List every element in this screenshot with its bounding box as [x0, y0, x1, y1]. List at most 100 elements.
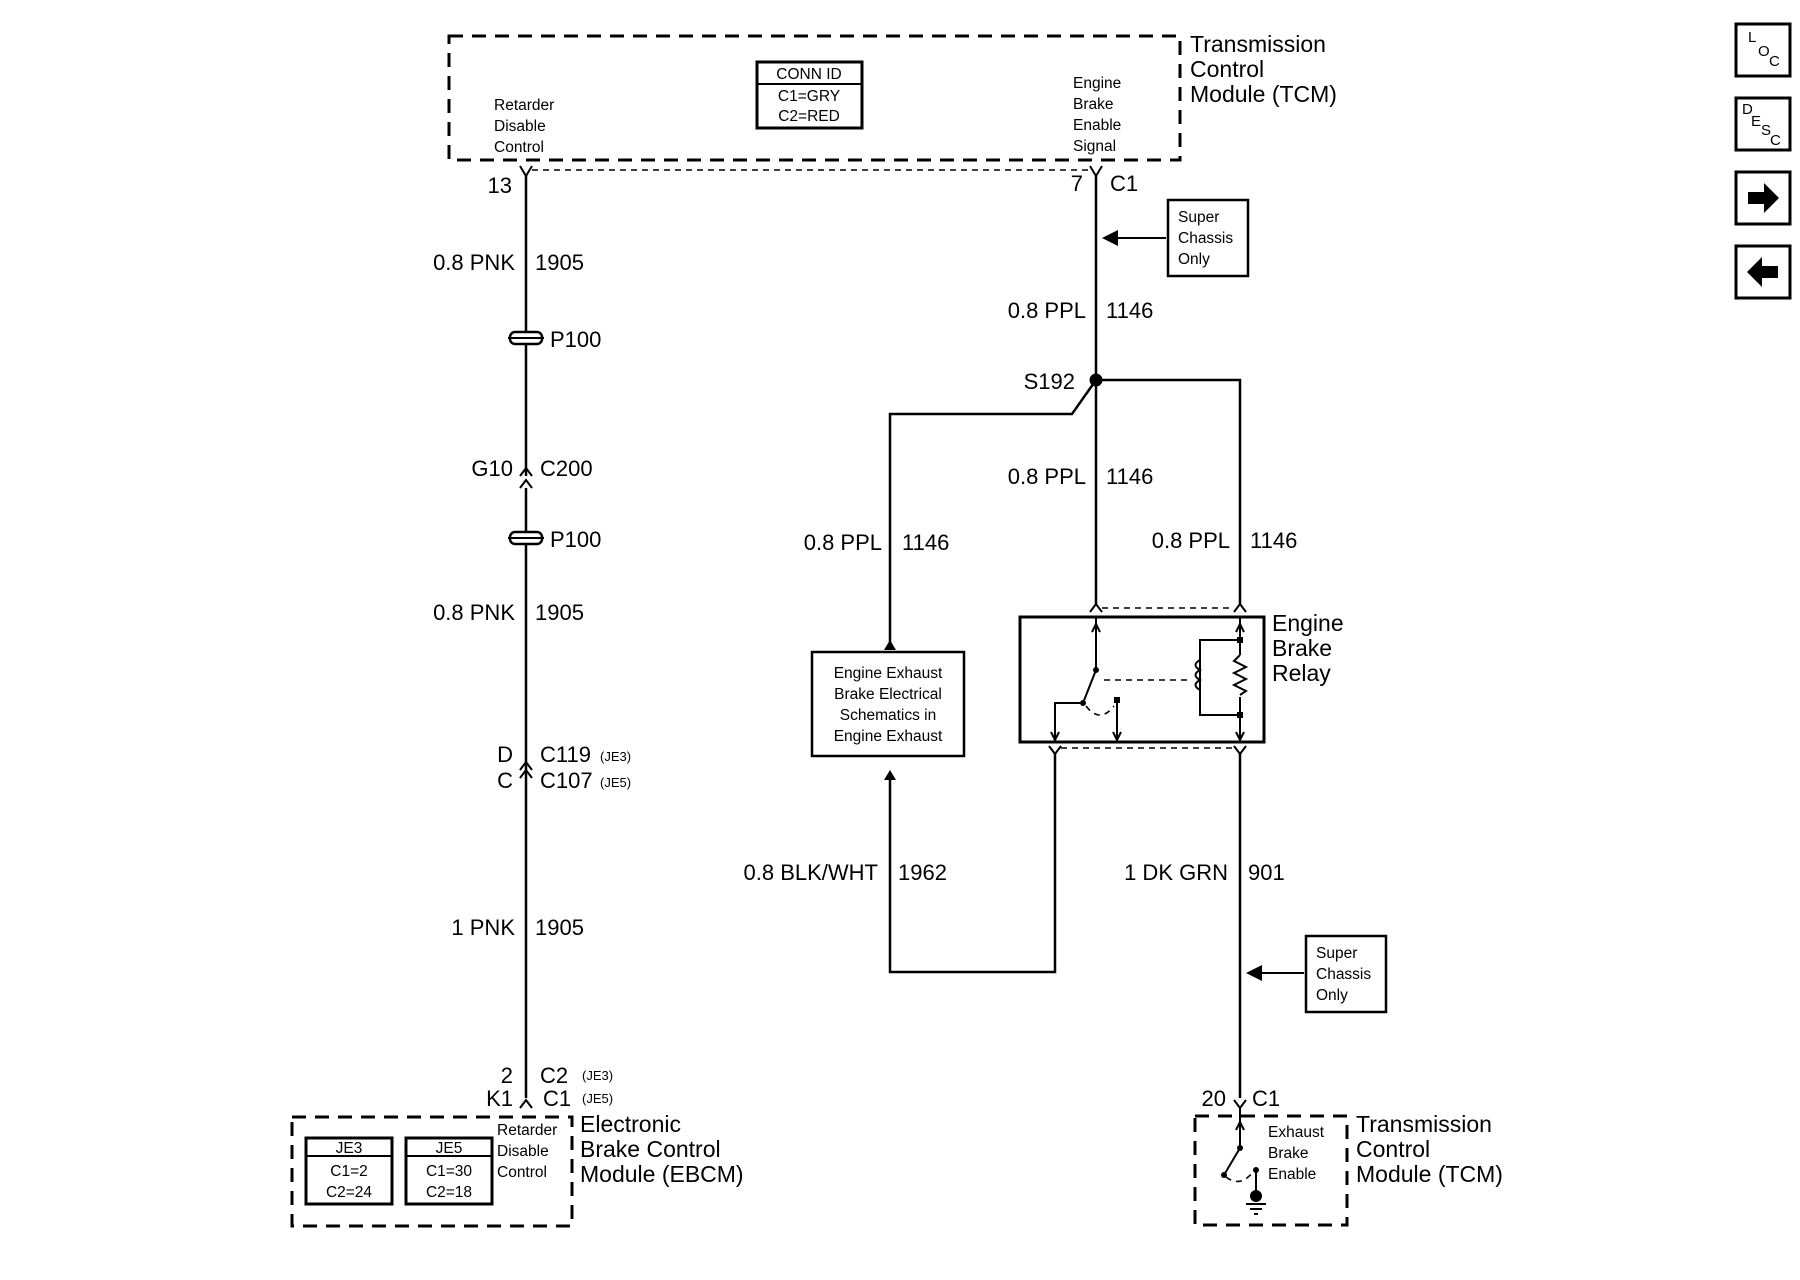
location-button[interactable]: L O C [1734, 22, 1792, 78]
connector-jaw [519, 1098, 533, 1109]
relay-coil-frame [1199, 639, 1240, 716]
ebcm-boundary [290, 1115, 574, 1228]
svg-text:Engine Exhaust: Engine Exhaust [834, 665, 943, 682]
svg-text:Transmission: Transmission [1190, 31, 1326, 57]
circuit-number: 1146 [1250, 528, 1297, 553]
conn-id-row: C2=RED [778, 108, 840, 125]
tcm-bottom-connector: C1 [1252, 1086, 1280, 1111]
splice-pack-p100 [508, 330, 544, 346]
svg-text:Module (EBCM): Module (EBCM) [580, 1161, 744, 1187]
engine-brake-relay [1018, 615, 1266, 744]
svg-text:C: C [1770, 132, 1781, 149]
ref-arrow-up [884, 640, 896, 650]
tcm-top-boundary [447, 34, 1182, 162]
conn-id-row: C1=GRY [778, 88, 840, 105]
tcm-bottom-pin: 20 [1202, 1086, 1226, 1111]
tcm-bottom-title: Transmission Control Module (TCM) [1356, 1111, 1503, 1187]
option-code: (JE3) [582, 1068, 613, 1083]
wire-label: 0.8 PNK [433, 250, 515, 275]
svg-text:Signal: Signal [1073, 138, 1116, 155]
tcm-top-title: Transmission Control Module (TCM) [1190, 31, 1337, 107]
wire-label: 1 PNK [451, 915, 515, 940]
circuit-number: 1905 [535, 250, 584, 275]
forward-button[interactable] [1734, 170, 1792, 226]
svg-text:O: O [1758, 43, 1770, 60]
tcm-top-module: CONN ID C1=GRY C2=RED Retarder Disable C… [447, 31, 1337, 198]
description-button[interactable]: D E S C [1734, 96, 1792, 152]
svg-text:Engine: Engine [1272, 610, 1344, 636]
svg-text:Brake: Brake [1268, 1145, 1309, 1162]
relay-switch-blade [1082, 669, 1097, 704]
svg-text:Retarder: Retarder [494, 97, 554, 114]
svg-text:Super: Super [1316, 945, 1357, 962]
ebcm-connector: C1 [543, 1086, 571, 1111]
relay-body [1018, 615, 1266, 744]
wire-label: 0.8 PPL [1008, 298, 1086, 323]
connector-jaw [1048, 745, 1062, 756]
svg-text:Disable: Disable [494, 118, 546, 135]
svg-text:Electronic: Electronic [580, 1111, 681, 1137]
wire-1146-branch [888, 379, 1098, 642]
connector-name: C119 [540, 742, 591, 767]
tcm-top-left-pin-label: Retarder Disable Control [494, 97, 554, 156]
option-code: (JE5) [600, 775, 631, 790]
circuit-number: 1962 [898, 860, 947, 885]
svg-text:Module (TCM): Module (TCM) [1190, 81, 1337, 107]
ref-arrow-up [884, 770, 896, 780]
engine-exhaust-reference-box: Engine Exhaust Brake Electrical Schemati… [810, 650, 966, 758]
option-code: (JE5) [582, 1091, 613, 1106]
svg-text:Exhaust: Exhaust [1268, 1124, 1325, 1141]
svg-text:C1=30: C1=30 [426, 1163, 472, 1180]
svg-text:Chassis: Chassis [1316, 966, 1371, 983]
ebcm-pin-label: Retarder Disable Control [497, 1122, 557, 1181]
svg-text:Control: Control [1356, 1136, 1430, 1162]
svg-text:Control: Control [497, 1164, 547, 1181]
relay-arc [1085, 705, 1115, 716]
splice-pack-p100 [508, 530, 544, 546]
circuit-number: 1146 [902, 530, 949, 555]
svg-text:Brake: Brake [1272, 635, 1332, 661]
svg-text:S: S [1761, 122, 1771, 139]
right-circuit: Super Chassis Only 0.8 PPL 1146 S192 0.8… [744, 176, 1388, 1111]
svg-text:Module (TCM): Module (TCM) [1356, 1161, 1503, 1187]
ebcm-title: Electronic Brake Control Module (EBCM) [580, 1111, 744, 1187]
svg-text:C1=2: C1=2 [330, 1163, 368, 1180]
svg-text:Super: Super [1178, 209, 1219, 226]
connector-name: C200 [540, 456, 593, 481]
wire-label: 0.8 PPL [1152, 528, 1230, 553]
svg-text:E: E [1751, 113, 1761, 130]
ebcm-pin: 2 [501, 1063, 513, 1088]
svg-text:C: C [1769, 53, 1780, 70]
svg-text:Only: Only [1316, 987, 1348, 1004]
relay-coil [1194, 659, 1203, 691]
circuit-number: 1905 [535, 600, 584, 625]
super-chassis-note-bottom: Super Chassis Only [1246, 934, 1388, 1014]
svg-text:Relay: Relay [1272, 660, 1331, 686]
svg-text:JE3: JE3 [336, 1140, 363, 1157]
circuit-number: 1905 [535, 915, 584, 940]
inline-connector-c119-c107 [519, 760, 533, 779]
tcm-bottom-module: Exhaust Brake Enable Transmission Contro… [1193, 1108, 1503, 1227]
ebcm-pin: K1 [486, 1086, 513, 1111]
splice-label: S192 [1024, 369, 1075, 394]
svg-text:Enable: Enable [1268, 1166, 1316, 1183]
ground-icon [1250, 1190, 1262, 1202]
connector-jaw [519, 165, 533, 178]
connector-pin: G10 [471, 456, 513, 481]
relay-resistor [1231, 654, 1249, 696]
tcm-top-right-connector: C1 [1110, 171, 1138, 196]
tcm-top-right-pin-number: 7 [1071, 171, 1083, 196]
svg-text:Engine Exhaust: Engine Exhaust [834, 728, 943, 745]
connector-pin: C [497, 768, 513, 793]
wire-1146-coil [1096, 378, 1242, 604]
tcm-bottom-boundary [1193, 1114, 1349, 1227]
svg-text:Brake Electrical: Brake Electrical [834, 686, 942, 703]
super-chassis-note-top: Super Chassis Only [1102, 198, 1250, 278]
wire-label: 0.8 PPL [804, 530, 882, 555]
left-circuit: 0.8 PNK 1905 P100 G10 C200 P100 0.8 PNK … [433, 176, 631, 1111]
connector-jaw [1089, 165, 1103, 178]
back-button[interactable] [1734, 244, 1792, 300]
svg-text:Disable: Disable [497, 1143, 549, 1160]
svg-text:C2=24: C2=24 [326, 1184, 372, 1201]
relay-nc-contact [1054, 702, 1083, 740]
